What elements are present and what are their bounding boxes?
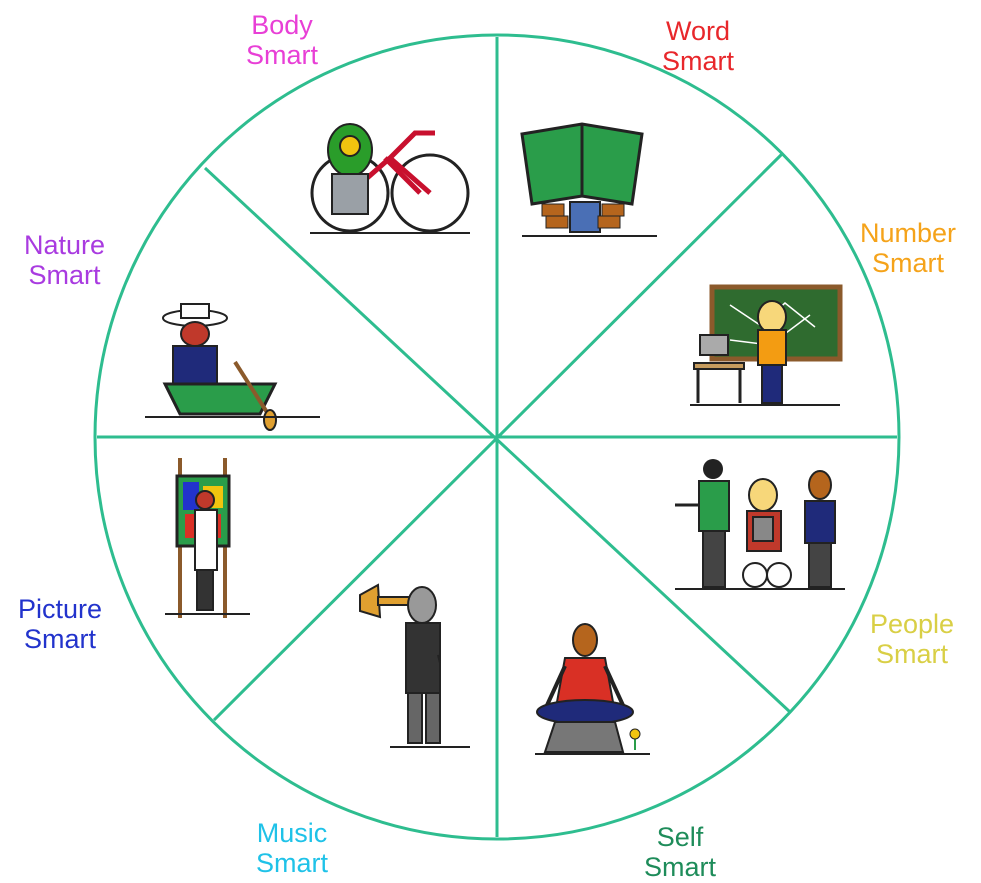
label-body-line1: Body bbox=[251, 10, 313, 40]
label-self-line2: Smart bbox=[644, 852, 717, 882]
label-body-smart: Body Smart bbox=[246, 10, 318, 70]
person-at-chalkboard-icon bbox=[690, 284, 843, 406]
label-picture-line2: Smart bbox=[24, 624, 97, 654]
label-word-line1: Word bbox=[665, 16, 731, 46]
label-picture-smart: Picture Smart bbox=[18, 594, 102, 654]
label-picture-line1: Picture bbox=[18, 594, 103, 624]
divider-diagonal-nw-se bbox=[203, 166, 792, 714]
label-nature-smart: Nature Smart bbox=[24, 230, 105, 290]
label-nature-line1: Nature bbox=[24, 230, 106, 260]
person-reading-book-icon bbox=[520, 122, 657, 237]
label-word-smart: Word Smart bbox=[662, 16, 734, 76]
label-music-smart: Music Smart bbox=[256, 818, 328, 878]
person-in-canoe-icon bbox=[145, 303, 320, 431]
label-number-line2: Smart bbox=[872, 248, 945, 278]
cyclist-bicycle-icon bbox=[310, 123, 470, 234]
trumpet-player-icon bbox=[359, 583, 470, 748]
label-people-smart: People Smart bbox=[870, 609, 954, 669]
label-body-line2: Smart bbox=[246, 40, 319, 70]
divider-diagonal-ne-sw bbox=[212, 152, 784, 722]
meditating-person-icon bbox=[535, 623, 650, 755]
label-music-line2: Smart bbox=[256, 848, 329, 878]
label-self-smart: Self Smart bbox=[644, 822, 716, 882]
painter-at-easel-icon bbox=[165, 458, 250, 618]
label-music-line1: Music bbox=[256, 818, 328, 848]
wheel-circle bbox=[93, 33, 901, 841]
label-people-line2: Smart bbox=[876, 639, 949, 669]
label-nature-line2: Smart bbox=[28, 260, 101, 290]
group-of-people-icon bbox=[675, 459, 845, 590]
label-people-line1: People bbox=[870, 609, 955, 639]
label-self-line1: Self bbox=[656, 822, 704, 852]
label-number-smart: Number Smart bbox=[860, 218, 956, 278]
label-number-line1: Number bbox=[860, 218, 957, 248]
label-word-line2: Smart bbox=[662, 46, 735, 76]
